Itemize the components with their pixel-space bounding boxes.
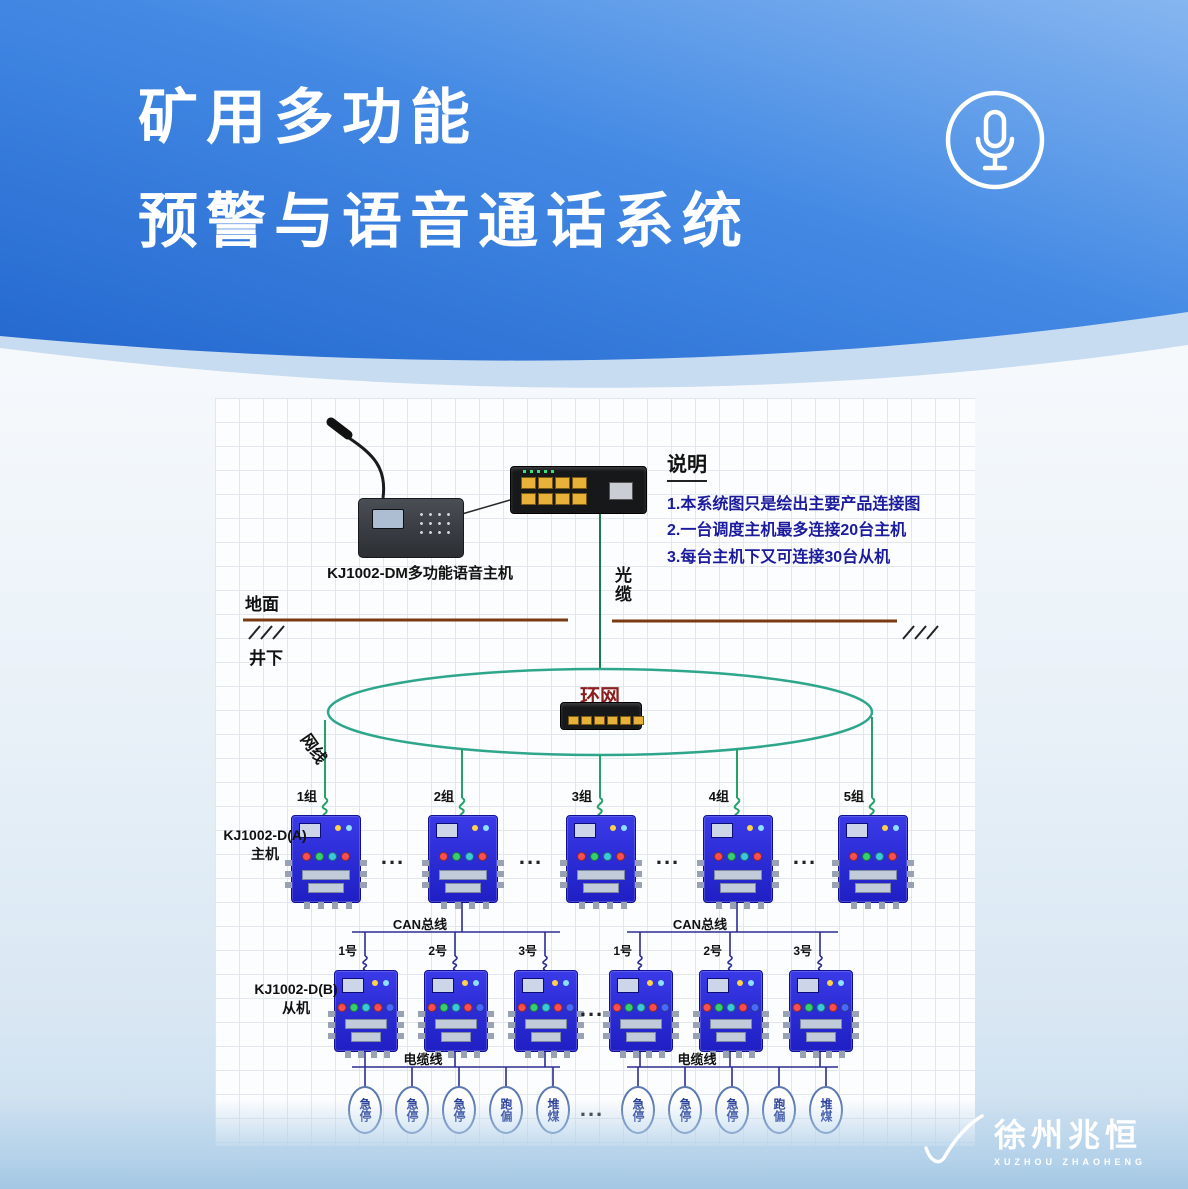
group-label-5: 5组 [843,789,864,804]
slave-device [693,970,763,1058]
slave-device [328,970,398,1058]
slave-device [418,970,488,1058]
system-diagram: KJ1002-DM多功能语音主机 说明 1.本系统图只是绘出主要产品连接图 2.… [215,398,975,1146]
surface-label: 地面 [245,595,279,614]
console-label: KJ1002-DM多功能语音主机 [327,565,513,582]
ring-switch [560,702,644,730]
note-item: 3.每台主机下又可连接30台从机 [667,548,891,566]
master-device [560,815,636,909]
ellipsis: ... [518,844,544,869]
slave-name: KJ1002-D(B) [254,981,338,997]
diagram-wires [243,417,939,1086]
underground-label: 井下 [249,649,283,668]
master-device [697,815,773,909]
microphone-icon [945,90,1045,190]
unit-label-1: 1号 [613,944,632,958]
master-side-label: KJ1002-D(A) 主机 [217,826,313,864]
notes-block: 说明 1.本系统图只是绘出主要产品连接图 2.一台调度主机最多连接20台主机 3… [667,448,967,571]
footer-band [0,1099,1188,1189]
switch-ports [521,477,587,505]
console-switch-cable [461,499,511,515]
master-device [422,815,498,909]
unit-label-1: 1号 [338,944,357,958]
note-item: 1.本系统图只是绘出主要产品连接图 [667,496,921,513]
optical-cable-label: 光缆 [612,566,631,604]
slave-device [783,970,853,1058]
master-device [285,815,361,909]
slave-device [508,970,578,1058]
note-item: 2.一台调度主机最多连接20台主机 [667,522,907,540]
unit-label-3: 3号 [518,944,537,958]
switch-uplink-port [609,482,633,500]
ellipsis: ... [655,844,681,869]
ellipsis: ... [380,844,406,869]
header-blue-curve [0,0,1188,361]
page-title-line2: 预警与语音通话系统 [138,188,750,255]
ellipsis: ... [792,844,818,869]
ground-hatches [248,625,939,640]
notes-title: 说明 [667,448,707,482]
group-label-2: 2组 [433,789,454,804]
unit-label-2: 2号 [428,944,447,958]
master-device [832,815,908,909]
master-drop-lines [321,717,876,817]
cable-label-right: 电缆线 [677,1052,717,1067]
page-title-line1: 矿用多功能 [138,84,478,151]
group-label-1: 1组 [296,789,317,804]
slave-side-label: KJ1002-D(B) 从机 [248,980,344,1018]
unit-label-2: 2号 [703,944,722,958]
header-banner [0,0,1188,388]
can-bus-label-right: CAN总线 [672,917,728,932]
brand-logo: 徐州兆恒 XUZHOU ZHAOHENG [922,1112,1146,1174]
can-bus-label-left: CAN总线 [392,917,448,932]
cable-label-left: 电缆线 [403,1052,443,1067]
slave-role: 从机 [282,999,310,1016]
group-label-3: 3组 [571,789,592,804]
brand-name: 徐州兆恒 [994,1117,1143,1153]
master-name: KJ1002-D(A) [223,827,307,843]
ring-switch-ports [568,716,644,725]
sensor-cable-lines [352,1050,838,1086]
unit-label-3: 3号 [793,944,812,958]
can-bus-lines [352,901,838,971]
brand-subtitle: XUZHOU ZHAOHENG [994,1157,1146,1167]
gooseneck-arm [348,436,386,499]
mic-capsule [326,417,353,440]
notes-list: 1.本系统图只是绘出主要产品连接图 2.一台调度主机最多连接20台主机 3.每台… [667,492,967,571]
master-role: 主机 [251,845,279,862]
dispatcher-console [358,498,464,558]
ellipsis: ... [579,996,605,1021]
slave-device [603,970,673,1058]
checkmark-swoosh-icon [924,1114,984,1164]
group-label-4: 4组 [708,789,729,804]
ethernet-switch [510,466,647,514]
